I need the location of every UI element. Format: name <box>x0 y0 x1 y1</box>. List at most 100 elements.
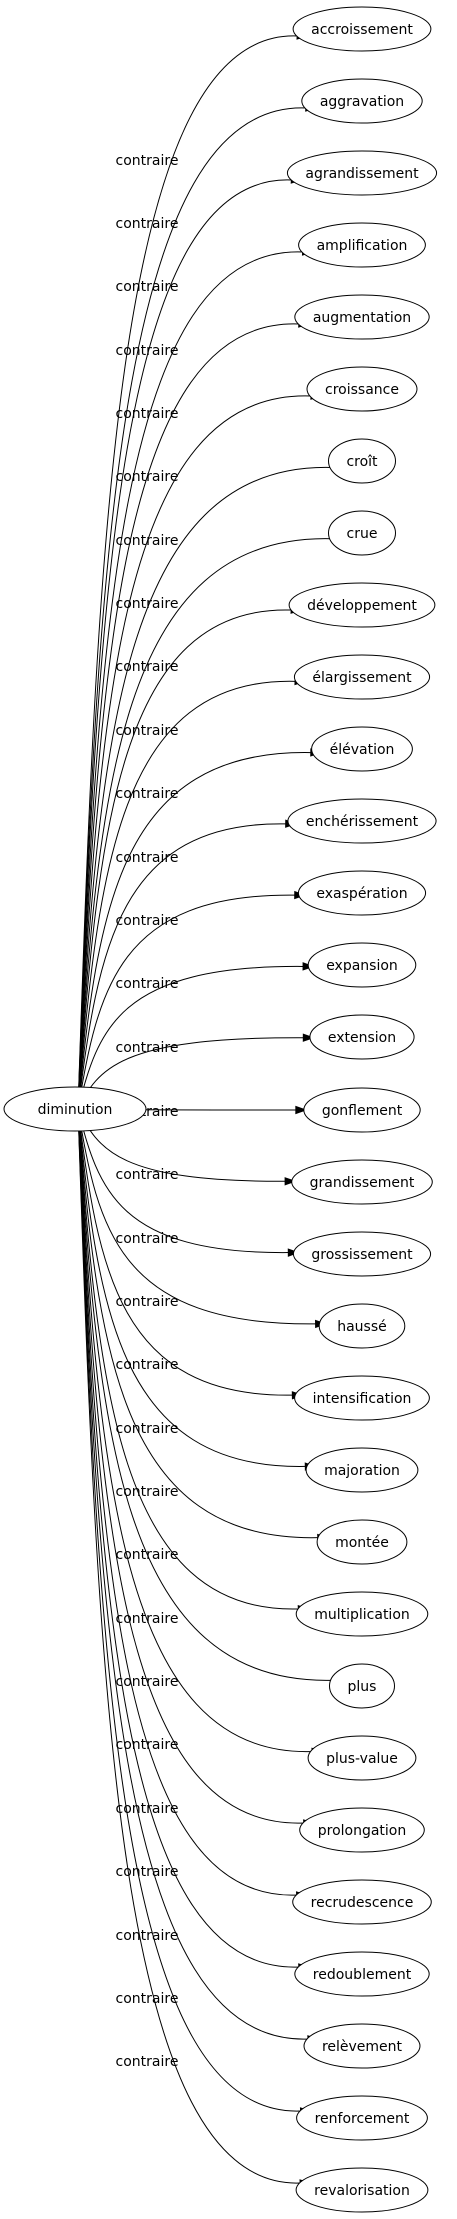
target-node[interactable]: redoublement <box>294 1951 430 1997</box>
relation-label: contraire <box>116 216 179 232</box>
relation-label: contraire <box>116 1801 179 1817</box>
target-node[interactable]: élévation <box>311 726 413 772</box>
relation-edge <box>77 466 333 1110</box>
target-node[interactable]: recrudescence <box>292 1879 432 1925</box>
relation-edge <box>77 1108 304 1824</box>
target-node[interactable]: élargissement <box>293 654 431 700</box>
target-node-ellipse <box>329 1663 395 1709</box>
relation-label: contraire <box>116 1167 179 1183</box>
relation-edge <box>77 1108 301 2112</box>
relation-label: contraire <box>116 1484 179 1500</box>
target-node[interactable]: enchérissement <box>287 798 437 844</box>
relation-edge <box>77 538 333 1110</box>
relation-label: contraire <box>116 533 179 549</box>
target-node[interactable]: croît <box>328 438 396 484</box>
target-node-ellipse <box>306 366 418 412</box>
relation-edge <box>77 1108 316 1325</box>
target-node[interactable]: extension <box>309 1014 415 1060</box>
relation-label: contraire <box>116 1737 179 1753</box>
target-node[interactable]: prolongation <box>299 1807 425 1853</box>
target-node-label: plus-value <box>326 1751 398 1767</box>
target-node[interactable]: majoration <box>305 1447 419 1493</box>
relation-label: contraire <box>116 850 179 866</box>
target-node-label: grossissement <box>311 1247 413 1263</box>
target-node[interactable]: grossissement <box>292 1231 432 1277</box>
target-node[interactable]: grandissement <box>291 1159 433 1205</box>
target-node-ellipse <box>328 438 396 484</box>
target-node[interactable]: augmentation <box>294 294 430 340</box>
target-node[interactable]: revalorisation <box>295 2167 429 2213</box>
relation-label: contraire <box>116 1928 179 1944</box>
target-node-label: enchérissement <box>306 814 419 830</box>
target-node[interactable]: exaspération <box>297 870 427 916</box>
relation-label: contraire <box>116 976 179 992</box>
relation-edge <box>77 1108 293 1396</box>
target-node[interactable]: haussé <box>318 1303 406 1349</box>
relation-edge <box>77 251 303 1110</box>
target-node-label: multiplication <box>314 1607 410 1623</box>
source-node[interactable]: diminution <box>3 1086 147 1132</box>
target-node[interactable]: renforcement <box>296 2095 428 2141</box>
target-node-label: extension <box>328 1030 396 1046</box>
relation-edge <box>77 680 296 1110</box>
target-node-ellipse <box>297 870 427 916</box>
target-node[interactable]: croissance <box>306 366 418 412</box>
target-node-label: prolongation <box>318 1823 407 1839</box>
relation-label: contraire <box>116 343 179 359</box>
target-node[interactable]: expansion <box>307 942 417 988</box>
target-node[interactable]: crue <box>328 510 396 556</box>
relation-edge <box>77 1108 299 1610</box>
target-node[interactable]: gonflement <box>303 1087 421 1133</box>
target-node[interactable]: agrandissement <box>286 150 438 196</box>
target-node-label: élévation <box>330 742 395 758</box>
relation-label: contraire <box>116 659 179 675</box>
target-node[interactable]: intensification <box>294 1375 430 1421</box>
target-node-ellipse <box>303 1087 421 1133</box>
target-node-label: augmentation <box>313 310 411 326</box>
relation-edge <box>77 965 304 1110</box>
target-node-ellipse <box>294 1375 430 1421</box>
relation-edge <box>77 323 299 1110</box>
relation-label: contraire <box>116 1991 179 2007</box>
relation-edge <box>77 107 306 1110</box>
target-node-ellipse <box>328 510 396 556</box>
relation-edge <box>77 1108 308 2040</box>
relation-label: contraire <box>116 1294 179 1310</box>
nodes-layer: diminution accroissement aggravation agran… <box>3 6 438 2213</box>
target-node-label: exaspération <box>316 886 407 902</box>
target-node-label: gonflement <box>322 1103 403 1119</box>
relation-label: contraire <box>116 1357 179 1373</box>
target-node-label: grandissement <box>310 1175 415 1191</box>
target-node-ellipse <box>307 1735 417 1781</box>
relation-edge <box>77 1108 301 2184</box>
source-node-label: diminution <box>38 1102 113 1118</box>
target-node-ellipse <box>299 1807 425 1853</box>
target-node-label: expansion <box>326 958 398 974</box>
relation-label: contraire <box>116 786 179 802</box>
target-node-label: relèvement <box>322 2039 403 2055</box>
target-node[interactable]: multiplication <box>295 1591 429 1637</box>
target-node[interactable]: développement <box>288 582 436 628</box>
target-node-ellipse <box>311 726 413 772</box>
target-node-ellipse <box>286 150 438 196</box>
relation-label: contraire <box>116 279 179 295</box>
target-node[interactable]: relèvement <box>303 2023 421 2069</box>
target-node[interactable]: plus <box>329 1663 395 1709</box>
target-node[interactable]: aggravation <box>301 78 423 124</box>
target-node-label: crue <box>347 526 378 542</box>
target-node-label: croît <box>346 454 378 470</box>
target-node-ellipse <box>294 1951 430 1997</box>
relation-label: contraire <box>116 1421 179 1437</box>
target-node-ellipse <box>305 1447 419 1493</box>
target-node-ellipse <box>298 222 426 268</box>
target-node-label: amplification <box>317 238 408 254</box>
relation-label: contraire <box>116 406 179 422</box>
target-node-ellipse <box>295 1591 429 1637</box>
target-node[interactable]: montée <box>316 1519 408 1565</box>
target-node[interactable]: accroissement <box>292 6 432 52</box>
target-node[interactable]: amplification <box>298 222 426 268</box>
target-node-ellipse <box>292 1879 432 1925</box>
target-node[interactable]: plus-value <box>307 1735 417 1781</box>
relation-label: contraire <box>116 596 179 612</box>
target-node-ellipse <box>295 2167 429 2213</box>
